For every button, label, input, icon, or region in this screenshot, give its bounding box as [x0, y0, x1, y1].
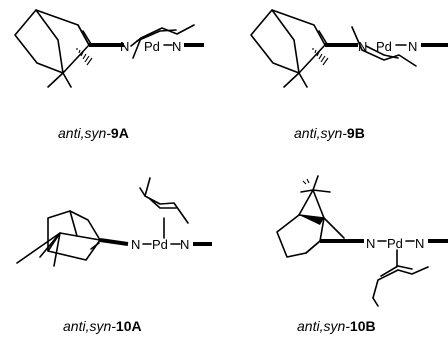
nitrogen-atom-label: N	[408, 39, 417, 54]
nitrogen-atom-label: N	[358, 39, 367, 54]
hashed-methyl-bond	[312, 48, 329, 66]
nitrogen-atom-label: N	[131, 237, 140, 252]
caption-10A: anti,syn-10A	[63, 318, 142, 334]
nitrogen-atom-label: N	[180, 237, 189, 252]
caption-9B: anti,syn-9B	[294, 125, 365, 141]
palladium-atom-label: Pd	[144, 39, 160, 54]
palladium-atom-label: Pd	[376, 39, 392, 54]
nitrogen-atom-label: N	[172, 39, 181, 54]
palladium-atom-label: Pd	[152, 237, 168, 252]
hashed-methyl-bond	[76, 48, 93, 66]
structure-9A: N Pd N	[14, 9, 204, 88]
structure-9B: N Pd N	[250, 9, 448, 88]
caption-10B: anti,syn-10B	[297, 318, 376, 334]
palladium-atom-label: Pd	[387, 236, 403, 251]
structure-10B: N Pd N	[276, 175, 448, 307]
caption-9A: anti,syn-9A	[58, 125, 129, 141]
nitrogen-atom-label: N	[120, 39, 129, 54]
hashed-methyl-bond	[302, 178, 310, 185]
nitrogen-atom-label: N	[415, 236, 424, 251]
structure-10A: N Pd N	[16, 177, 212, 267]
nitrogen-atom-label: N	[366, 236, 375, 251]
